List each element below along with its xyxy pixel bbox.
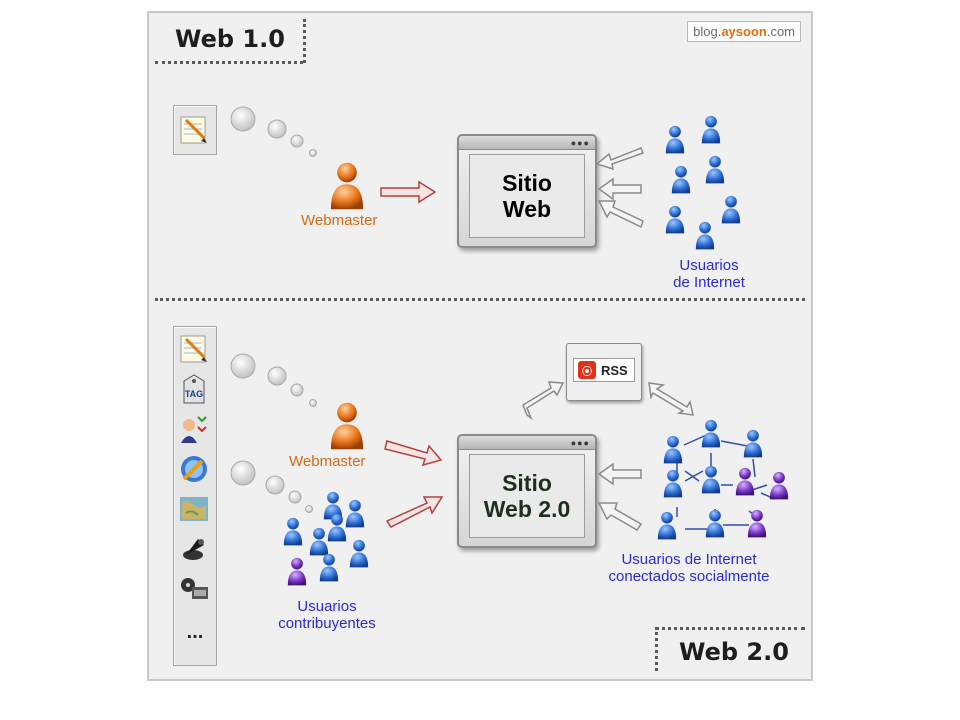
watermark-accent: aysoon (721, 24, 767, 39)
user-icon (701, 115, 721, 144)
web2-site-label-line1: Sitio (502, 470, 552, 496)
web1-label-divider (303, 19, 306, 63)
tag-icon-label: TAG (185, 389, 203, 399)
web1-site-label-line1: Sitio (502, 170, 552, 196)
web2-section-label: Web 2.0 (679, 638, 789, 666)
tag-icon: TAG (183, 374, 205, 404)
web2-site-window: ●●● Sitio Web 2.0 (457, 434, 597, 548)
video-reel-icon (181, 578, 208, 599)
web1-users-label-line2: de Internet (673, 274, 745, 291)
people-share-icon (181, 416, 207, 443)
user-icon (671, 165, 691, 194)
window-titlebar: ●●● (459, 136, 595, 150)
window-controls-icon: ●●● (570, 438, 590, 448)
web2-contributors-label-line1: Usuarios (297, 598, 357, 615)
web2-webmaster-person-icon (330, 402, 364, 450)
rss-arrows (522, 381, 694, 421)
rss-feed-content: ⦿ RSS (573, 358, 635, 382)
web2-contributors-label: Usuarios contribuyentes (257, 598, 397, 632)
user-icon-purple (287, 557, 307, 586)
user-icon (695, 221, 715, 250)
watermark-prefix: blog. (693, 24, 722, 39)
web2-user-arrows (597, 462, 643, 532)
web1-webmaster-arrow (380, 180, 437, 204)
user-icon (309, 527, 329, 556)
user-icon (349, 539, 369, 568)
user-icon (345, 499, 365, 528)
web2-thought-bubbles-lower (230, 460, 313, 513)
web2-webmaster-arrow (384, 440, 443, 467)
rss-feed-window: ⦿ RSS (566, 343, 642, 401)
window-titlebar: ●●● (459, 436, 595, 450)
web1-site-window: ●●● Sitio Web (457, 134, 597, 248)
blog-pen-icon (181, 456, 207, 482)
web1-users-label-line1: Usuarios (679, 257, 739, 274)
web2-contributors-arrow (385, 496, 444, 528)
web1-user-arrows (595, 147, 644, 229)
web1-section-label: Web 1.0 (175, 25, 285, 53)
watermark-suffix: .com (766, 24, 795, 39)
web2-contributors-label-line2: contribuyentes (278, 615, 376, 632)
diagram-graphics (230, 106, 789, 586)
web1-thought-bubbles (230, 106, 317, 157)
user-icon (663, 469, 683, 498)
user-icon (743, 429, 763, 458)
web1-toolbox (173, 105, 217, 155)
pencil-note-icon (180, 335, 207, 363)
user-icon-purple (735, 467, 755, 496)
user-icon-purple (769, 471, 789, 500)
more-tools-ellipsis: ... (186, 621, 204, 643)
diagram-frame: blog.aysoon.com Web 1.0 Web 2.0 (147, 11, 813, 681)
web2-thought-bubbles-upper (230, 353, 317, 407)
user-icon-purple (747, 509, 767, 538)
web1-users-group (665, 115, 741, 250)
web1-site-label-line2: Web (502, 196, 552, 222)
user-icon (705, 509, 725, 538)
pencil-note-icon (180, 116, 207, 144)
web1-site-content: Sitio Web (469, 154, 585, 238)
user-icon (657, 511, 677, 540)
web2-site-content: Sitio Web 2.0 (469, 454, 585, 538)
user-icon (665, 125, 685, 154)
web2-social-users-group (657, 419, 789, 540)
user-icon (665, 205, 685, 234)
rss-icon: ⦿ (578, 361, 596, 379)
user-icon (701, 419, 721, 448)
web1-users-label: Usuarios de Internet (649, 257, 769, 291)
podcast-icon (183, 539, 204, 560)
web2-social-label-line2: conectados socialmente (608, 568, 770, 585)
web2-webmaster-label: Webmaster (289, 453, 366, 470)
user-icon (283, 517, 303, 546)
web1-webmaster-person-icon (330, 162, 364, 210)
user-icon (701, 465, 721, 494)
web2-site-label-line2: Web 2.0 (483, 496, 571, 522)
web2-label-divider (655, 627, 658, 671)
web1-label-underline (155, 61, 303, 64)
web2-social-label-line1: Usuarios de Internet (621, 551, 757, 568)
web1-webmaster-label: Webmaster (301, 212, 378, 229)
map-icon (180, 497, 208, 521)
web2-contributors-group (283, 491, 369, 586)
user-icon (705, 155, 725, 184)
user-icon (721, 195, 741, 224)
watermark: blog.aysoon.com (687, 21, 801, 42)
window-controls-icon: ●●● (570, 138, 590, 148)
user-icon (319, 553, 339, 582)
web2-label-overline (655, 627, 805, 630)
web2-toolbox: TAG ... (173, 326, 217, 666)
rss-label: RSS (601, 362, 628, 378)
user-icon (663, 435, 683, 464)
section-divider (155, 298, 805, 301)
web2-social-label: Usuarios de Internet conectados socialme… (589, 551, 789, 585)
